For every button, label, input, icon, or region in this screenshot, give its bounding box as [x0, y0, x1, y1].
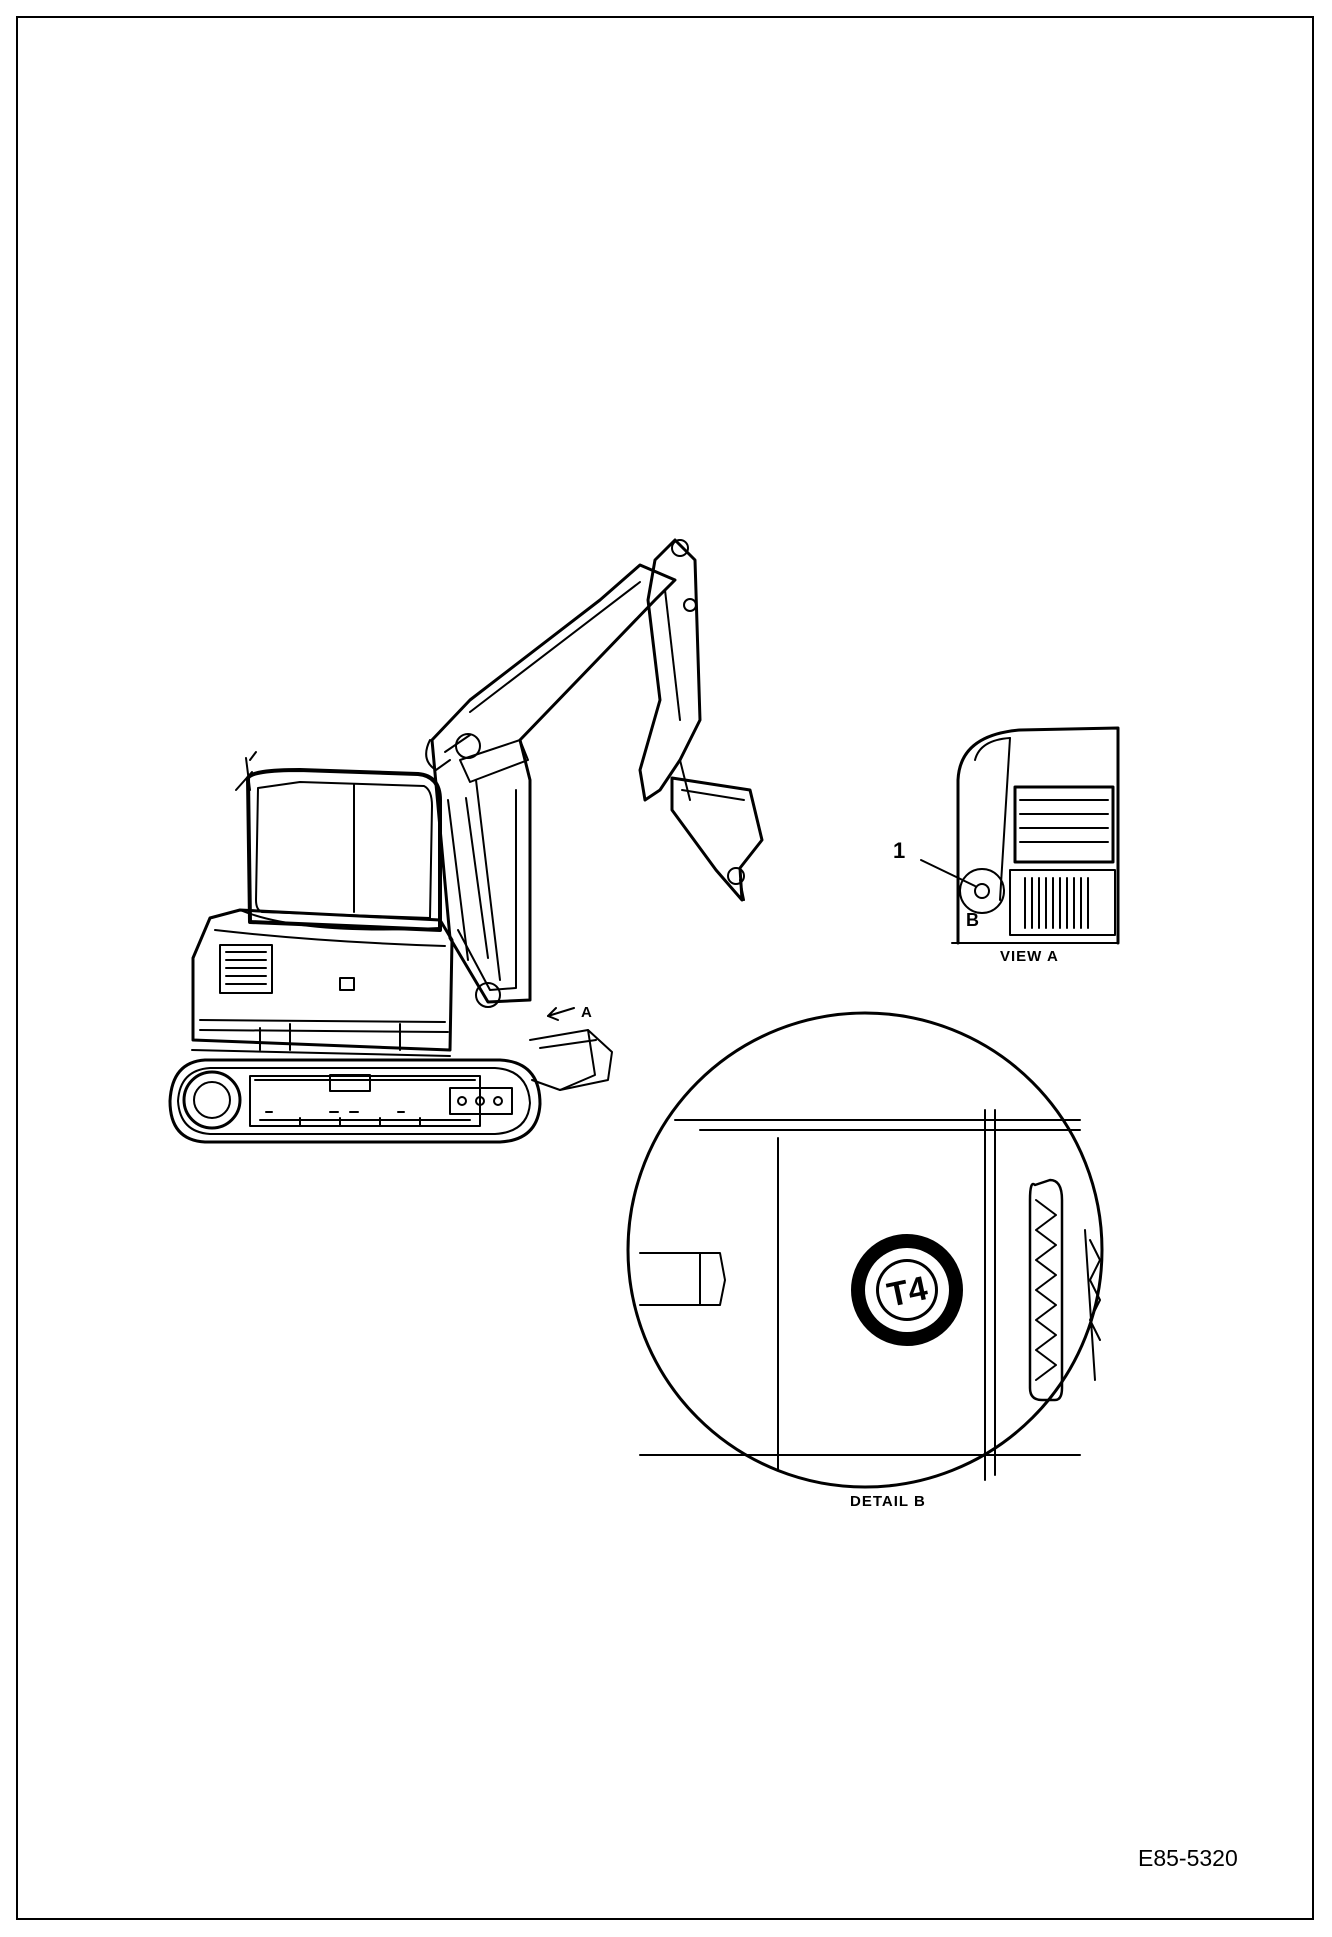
decal-center-text: T4 — [884, 1269, 931, 1314]
view-a-caption: VIEW A — [1000, 948, 1059, 965]
detail-b-drawing — [626, 1011, 1104, 1489]
view-a-drawing — [920, 726, 1120, 945]
detail-b-caption: DETAIL B — [850, 1493, 926, 1510]
arm — [638, 538, 702, 802]
operator-cab — [235, 751, 442, 932]
t4-decal: T4 — [851, 1234, 963, 1346]
boom-cylinder — [447, 739, 529, 961]
excavator-side-view — [168, 538, 764, 1144]
bucket — [670, 776, 764, 902]
engine-grille — [219, 944, 273, 994]
callout-b: B — [966, 910, 979, 930]
view-arrow-a-label: A — [581, 1004, 592, 1021]
figure-id: E85-5320 — [1138, 1845, 1238, 1871]
boom — [425, 563, 677, 1008]
track-assembly — [168, 1058, 542, 1144]
callout-1: 1 — [893, 838, 906, 863]
page-border — [16, 16, 1314, 1920]
upper-structure — [191, 908, 454, 1057]
dozer-blade — [529, 1029, 613, 1091]
